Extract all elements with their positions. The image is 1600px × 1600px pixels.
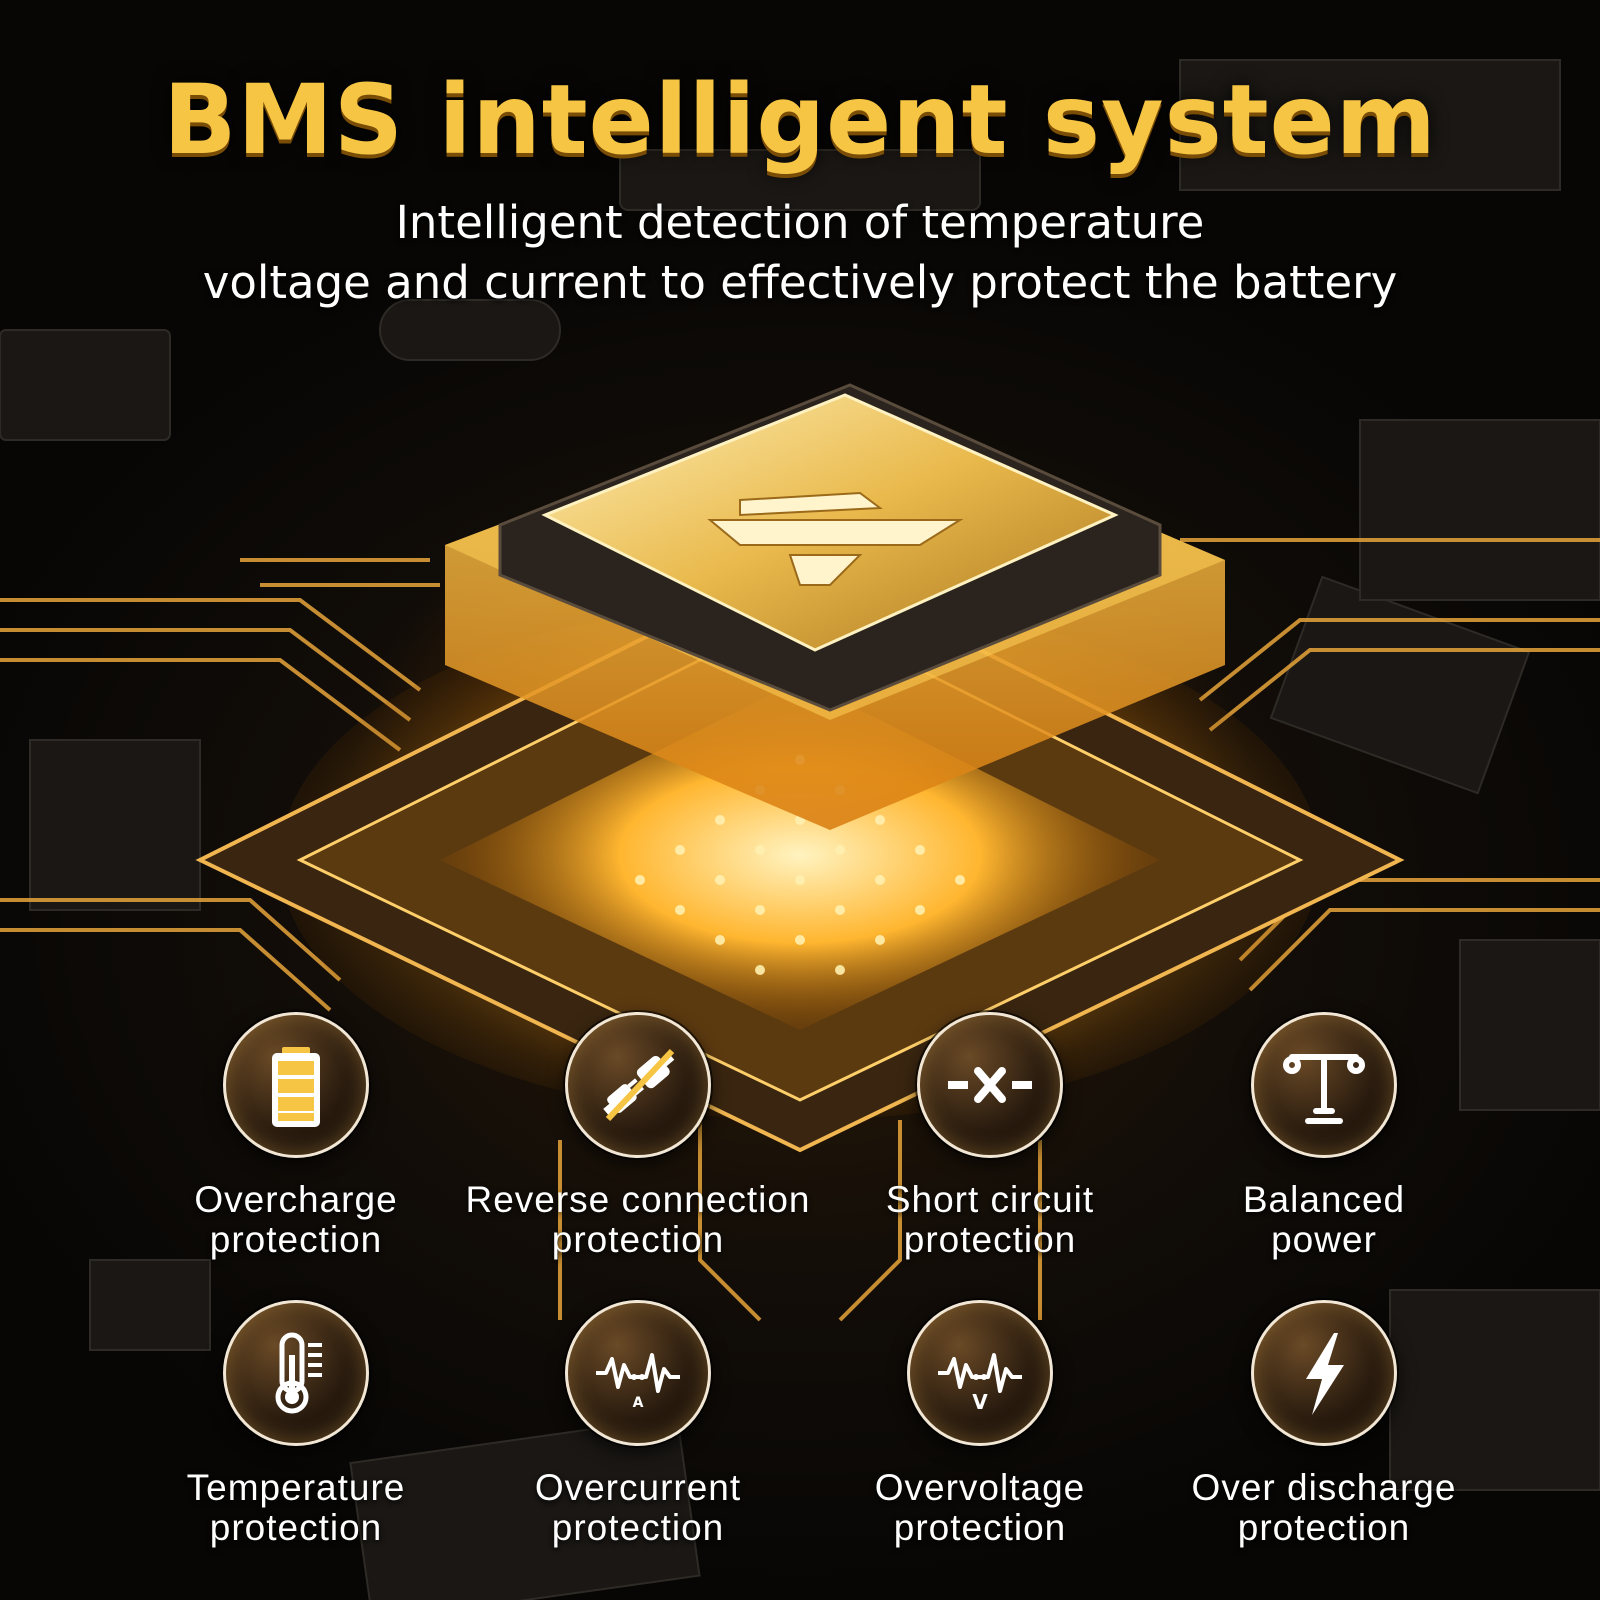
feature-badge: V bbox=[907, 1300, 1053, 1446]
balance-icon bbox=[1283, 1054, 1365, 1124]
thermometer-icon bbox=[275, 1332, 322, 1414]
subtitle-line-2: voltage and current to effectively prote… bbox=[202, 256, 1398, 309]
board-components bbox=[0, 59, 1600, 1600]
pin-dots bbox=[635, 755, 965, 975]
feature-badge bbox=[223, 1300, 369, 1446]
pin-grid bbox=[440, 680, 1160, 1030]
current-wave-icon: A bbox=[596, 1353, 680, 1411]
plug-icon bbox=[603, 1048, 675, 1122]
lightning-icon bbox=[1306, 1333, 1344, 1415]
chip-logo-icon bbox=[707, 491, 964, 586]
page-title: BMS intelligent system bbox=[163, 64, 1437, 176]
feature-badge bbox=[565, 1012, 711, 1158]
feature-badge bbox=[223, 1012, 369, 1158]
feature-badge bbox=[1251, 1300, 1397, 1446]
svg-text:V: V bbox=[972, 1390, 988, 1414]
battery-icon bbox=[272, 1047, 320, 1127]
subtitle-line-1: Intelligent detection of temperature bbox=[395, 196, 1205, 249]
voltage-wave-icon: V bbox=[938, 1353, 1022, 1414]
short-circuit-icon bbox=[948, 1067, 1032, 1103]
feature-badge: A bbox=[565, 1300, 711, 1446]
feature-badge bbox=[1251, 1012, 1397, 1158]
feature-badge bbox=[917, 1012, 1063, 1158]
svg-text:A: A bbox=[633, 1395, 644, 1411]
